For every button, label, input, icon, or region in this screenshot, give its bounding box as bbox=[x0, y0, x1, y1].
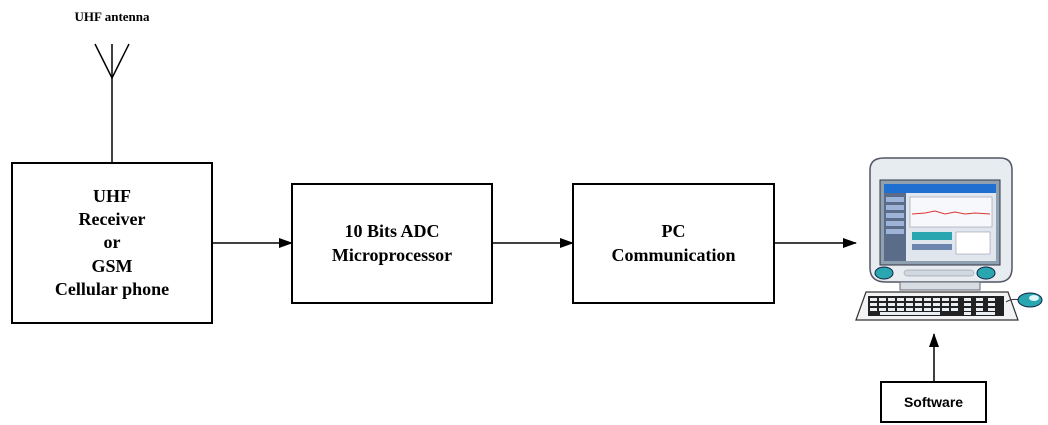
receiver-line-1: UHF bbox=[93, 185, 131, 206]
receiver-line-3: or bbox=[103, 232, 121, 253]
pc-communication-line-1: PC bbox=[661, 221, 686, 242]
receiver-line-4: GSM bbox=[91, 255, 133, 276]
antenna-icon bbox=[94, 43, 130, 163]
pc-communication-line-2: Communication bbox=[611, 244, 736, 265]
adc-line-2: Microprocessor bbox=[331, 244, 453, 265]
pc-communication-label: PC Communication bbox=[573, 184, 774, 303]
antenna-label: UHF antenna bbox=[74, 9, 150, 24]
software-label: Software bbox=[903, 394, 964, 410]
adc-block bbox=[291, 183, 493, 304]
pc-communication-block bbox=[572, 183, 775, 304]
adc-label: 10 Bits ADC Microprocessor bbox=[292, 184, 492, 303]
receiver-block bbox=[11, 162, 213, 324]
software-block bbox=[880, 381, 987, 423]
adc-line-1: 10 Bits ADC bbox=[344, 221, 440, 242]
receiver-line-2: Receiver bbox=[78, 208, 146, 229]
computer-icon bbox=[855, 157, 1043, 321]
receiver-label: UHF Receiver or GSM Cellular phone bbox=[12, 163, 212, 323]
receiver-line-5: Cellular phone bbox=[54, 279, 170, 300]
